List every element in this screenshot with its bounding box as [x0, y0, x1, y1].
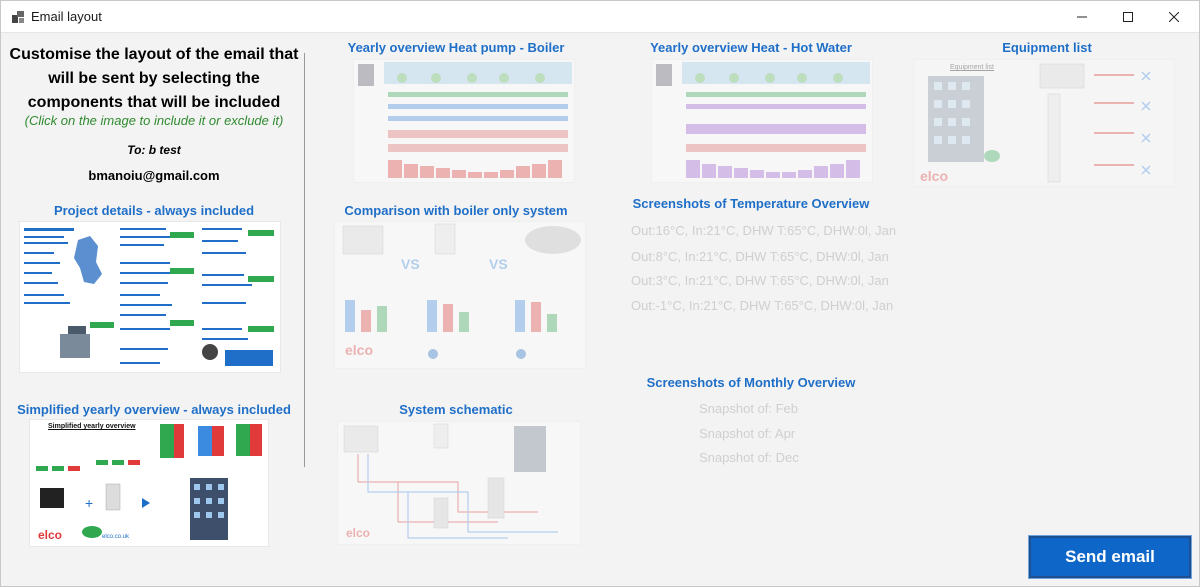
app-icon	[12, 11, 24, 23]
temp-snapshot-2[interactable]: Out:8°C, In:21°C, DHW T:65°C, DHW:0l, Ja…	[631, 249, 889, 264]
simplified-yearly-preview-title: Simplified yearly overview	[48, 423, 136, 430]
vs-label-1: VS	[401, 256, 420, 272]
screenshots-monthly-title[interactable]: Screenshots of Monthly Overview	[646, 375, 856, 390]
equipment-list-preview-label: Equipment list	[950, 64, 994, 71]
project-details-title: Project details - always included	[53, 203, 255, 218]
svg-text:+: +	[85, 495, 93, 511]
yearly-heat-hw-title[interactable]: Yearly overview Heat - Hot Water	[650, 40, 852, 55]
system-schematic-thumbnail[interactable]: elco	[337, 421, 581, 545]
elco-logo: elco	[346, 526, 371, 540]
yearly-heat-hw-thumbnail[interactable]	[651, 59, 873, 183]
simplified-yearly-preview: +	[36, 424, 262, 540]
monthly-snapshot-3[interactable]: Snapshot of: Dec	[699, 450, 799, 465]
monthly-snapshot-2[interactable]: Snapshot of: Apr	[699, 426, 796, 441]
elco-url: elco.co.uk	[102, 534, 130, 540]
window-title: Email layout	[31, 9, 102, 24]
minimize-button[interactable]	[1059, 1, 1105, 33]
send-email-button[interactable]: Send email	[1028, 535, 1192, 579]
temp-snapshot-3[interactable]: Out:3°C, In:21°C, DHW T:65°C, DHW:0l, Ja…	[631, 273, 889, 288]
title-bar: Email layout	[1, 1, 1199, 33]
yearly-heat-hw-preview	[652, 60, 872, 182]
instruction-text: (Click on the image to include it or exc…	[24, 113, 284, 128]
comparison-boiler-preview	[335, 222, 585, 368]
equipment-list-preview	[928, 63, 1151, 183]
vertical-divider	[304, 53, 305, 467]
vs-label-2: VS	[489, 256, 508, 272]
page-heading: Customise the layout of the email that w…	[9, 46, 299, 111]
temp-snapshot-1[interactable]: Out:16°C, In:21°C, DHW T:65°C, DHW:0l, J…	[631, 223, 897, 238]
screenshots-temp-title[interactable]: Screenshots of Temperature Overview	[632, 196, 870, 211]
comparison-boiler-title[interactable]: Comparison with boiler only system	[344, 203, 568, 218]
close-button[interactable]	[1151, 1, 1197, 33]
recipient-email: bmanoiu@gmail.com	[88, 168, 220, 183]
equipment-list-title[interactable]: Equipment list	[1002, 40, 1092, 55]
system-schematic-title[interactable]: System schematic	[399, 402, 513, 417]
maximize-button[interactable]	[1105, 1, 1151, 33]
yearly-hp-boiler-preview	[354, 60, 574, 182]
elco-logo: elco	[345, 342, 374, 358]
project-details-thumbnail	[19, 221, 281, 373]
temp-snapshot-4[interactable]: Out:-1°C, In:21°C, DHW T:65°C, DHW:0l, J…	[631, 298, 894, 313]
simplified-yearly-thumbnail: Simplified yearly overview + elco elco.c…	[29, 419, 269, 547]
simplified-yearly-title: Simplified yearly overview - always incl…	[17, 402, 291, 417]
system-schematic-preview	[338, 422, 580, 544]
monthly-snapshot-1[interactable]: Snapshot of: Feb	[699, 401, 799, 416]
close-icon	[1169, 12, 1179, 22]
equipment-list-thumbnail[interactable]: Equipment list elco	[913, 59, 1175, 187]
recipient-name: To: b test	[127, 143, 181, 157]
comparison-boiler-thumbnail[interactable]: VS VS elco	[334, 221, 586, 369]
maximize-icon	[1123, 12, 1133, 22]
yearly-hp-boiler-thumbnail[interactable]	[353, 59, 575, 183]
elco-logo: elco	[38, 528, 63, 542]
project-details-preview	[20, 222, 280, 372]
elco-logo: elco	[920, 168, 949, 184]
minimize-icon	[1077, 16, 1087, 18]
yearly-hp-boiler-title[interactable]: Yearly overview Heat pump - Boiler	[347, 40, 565, 55]
